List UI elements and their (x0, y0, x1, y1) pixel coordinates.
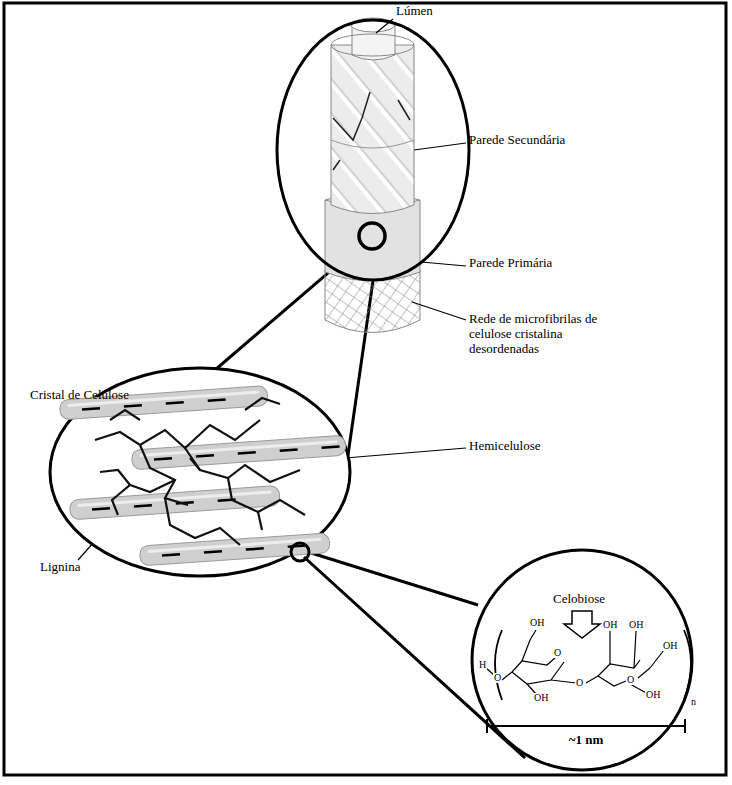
hollow-arrow (564, 611, 600, 638)
lignin-network (95, 398, 305, 545)
atom-label: O (553, 648, 562, 658)
part-label: Celobiose (553, 592, 605, 607)
part-label: Lignina (40, 560, 80, 575)
atom-label: OH (628, 620, 644, 630)
part-label: Parede Secundária (469, 133, 565, 148)
part-label: Hemicelulose (469, 439, 540, 454)
part-label: Rede de microfibrilas de celulose crista… (469, 312, 604, 357)
cellobiose-structure (486, 630, 691, 700)
zoom-circle (472, 550, 692, 770)
part-label: Lúmen (396, 4, 433, 19)
part-label: ~1 nm (569, 733, 604, 748)
zoom-ellipse (277, 20, 469, 280)
frame (4, 3, 726, 775)
part-label: Cristal de Celulose (30, 388, 129, 403)
atom-label: O (493, 673, 502, 683)
atom-label: OH (662, 641, 678, 651)
atom-label: O (626, 675, 635, 685)
scale-bar (487, 719, 685, 733)
part-label: Parede Primária (469, 256, 552, 271)
magnifier-circle (291, 543, 309, 561)
atom-label: H (478, 660, 487, 670)
atom-label: OH (645, 690, 661, 700)
atom-label: OH (602, 620, 618, 630)
atom-label: OH (529, 618, 545, 628)
atom-label: OH (533, 693, 549, 703)
cellulose-crystals (59, 386, 346, 566)
atom-label: O (575, 678, 584, 688)
fiber-cylinder (325, 18, 420, 333)
atom-label: n (690, 697, 697, 707)
